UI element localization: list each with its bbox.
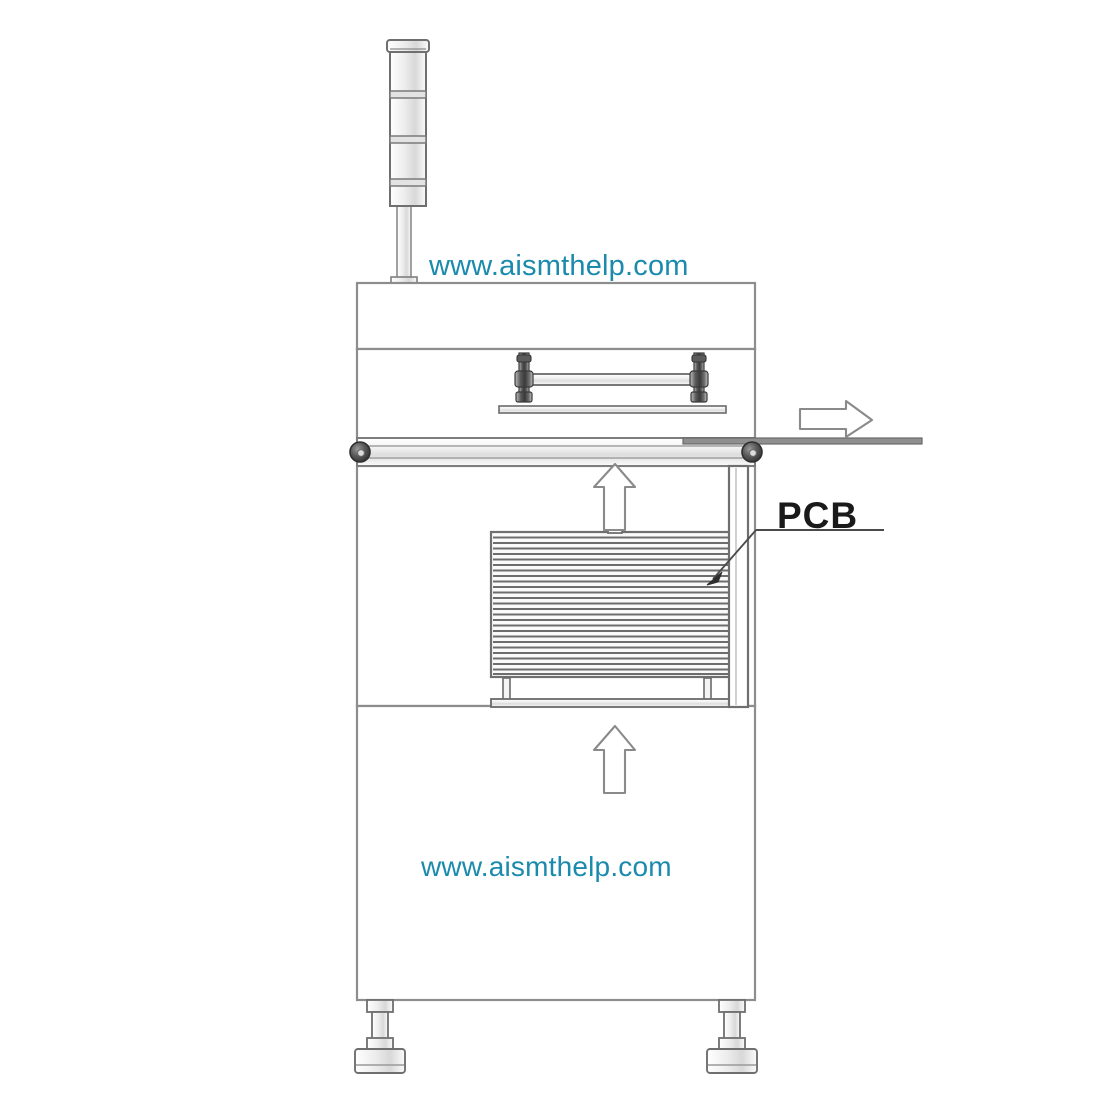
pcb-board (682, 437, 923, 445)
tower-light-cap (386, 39, 430, 53)
upper-chamber (355, 347, 757, 441)
watermark-top: www.aismthelp.com (429, 250, 689, 282)
internal-guide-rail (498, 352, 727, 414)
conveyor-assembly (349, 437, 923, 467)
signal-tower-light (386, 39, 430, 292)
tower-light-segment-dividers (389, 90, 427, 187)
foot-right-base-pad (706, 1048, 758, 1074)
adjustable-leveling-foot-right (706, 999, 758, 1074)
foot-left-top-nut (366, 999, 394, 1013)
pcb-leader-arrowhead (706, 571, 723, 586)
magazine-lift-arrow-upper (592, 462, 637, 532)
transfer-direction-arrow (798, 399, 874, 439)
magazine-base-platform (490, 698, 741, 708)
pcb-magazine-rack (489, 520, 742, 708)
conveyor-roller-right-hub (749, 449, 757, 457)
foot-right-top-nut (718, 999, 746, 1013)
vertical-guide-column (727, 464, 750, 709)
top-panel (355, 281, 757, 351)
watermark-bottom: www.aismthelp.com (421, 851, 672, 882)
magazine-lift-arrow-lower (592, 724, 637, 795)
adjustable-leveling-foot-left (354, 999, 406, 1074)
pcb-leader-diagonal (712, 529, 757, 580)
lower-cabinet (355, 704, 757, 1002)
conveyor-roller-left-hub (357, 449, 365, 457)
pcb-leader-line (706, 529, 884, 586)
guide-rail-post-left (514, 352, 534, 403)
magazine-slots (493, 536, 738, 676)
guide-rail-post-right (689, 352, 709, 403)
pcb-label: PCB (777, 495, 859, 536)
guide-rail-base-plate (498, 405, 727, 414)
guide-column-body (727, 464, 750, 709)
foot-left-base-pad (354, 1048, 406, 1074)
guide-rail-bar (527, 373, 699, 386)
